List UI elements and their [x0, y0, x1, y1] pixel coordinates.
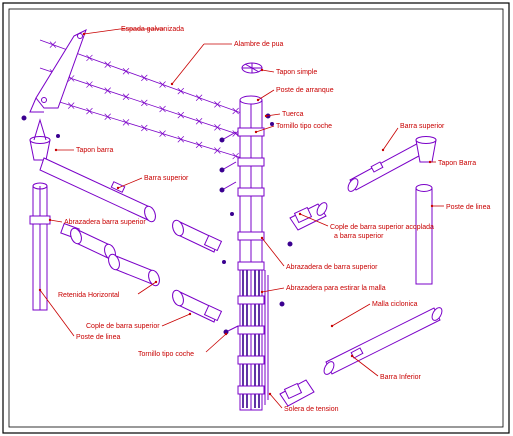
labels: Espada galvanizada Alambre de pua Tapon …	[58, 26, 490, 413]
barb-mark	[214, 124, 221, 131]
barb-mark	[141, 74, 148, 82]
label-solera-de-tension: Solera de tension	[284, 406, 339, 413]
barra-superior-left	[39, 157, 156, 223]
barb-mark	[104, 87, 111, 94]
leader-lines	[39, 28, 444, 409]
barb-mark	[122, 93, 130, 101]
label-tornillo-tipo-coche-1: Tornillo tipo coche	[276, 123, 332, 130]
barb-mark	[177, 135, 185, 143]
label-cople-acoplada: Cople de barra superior acoplada a barra…	[330, 224, 436, 240]
mesh-stripes	[242, 265, 269, 408]
label-cople-acoplada-line2: a barra superior	[334, 233, 384, 240]
barb-mark	[232, 107, 239, 115]
barb-mark	[177, 111, 185, 119]
espada-galvanizada-arm	[29, 28, 87, 113]
label-retenida-horizontal: Retenida Horizontal	[58, 292, 120, 299]
label-abrazadera-estirar-malla: Abrazadera para estirar la malla	[286, 285, 386, 292]
barb-mark	[214, 147, 221, 154]
barb-mark	[86, 54, 93, 62]
barb-mark	[104, 61, 111, 68]
barb-mark	[67, 75, 75, 82]
barb-mark	[195, 141, 203, 149]
barb-mark	[49, 41, 57, 48]
barb-mark	[232, 152, 239, 160]
label-espada-galvanizada: Espada galvanizada	[121, 26, 184, 33]
label-abrazadera-barra-superior: Abrazadera barra superior	[64, 219, 146, 226]
retenida-horizontal	[70, 227, 160, 287]
label-tuerca: Tuerca	[282, 111, 304, 118]
poste-de-arranque	[219, 95, 293, 411]
barb-mark	[159, 130, 166, 137]
barb-mark	[86, 81, 93, 88]
barb-mark	[141, 99, 148, 107]
poste-de-linea-left	[29, 182, 51, 311]
inner-frame	[8, 8, 504, 428]
label-abrazadera-de-barra-superior: Abrazadera de barra superior	[286, 264, 378, 271]
label-cople-de-barra-superior: Cople de barra superior	[86, 323, 160, 330]
tapon-barra-right	[415, 136, 437, 163]
label-malla-ciclonica: Malla ciclonica	[372, 301, 418, 308]
label-tapon-barra-right: Tapon Barra	[438, 160, 476, 167]
label-barra-inferior: Barra Inferior	[380, 374, 422, 381]
cople-pieces-center	[172, 219, 226, 323]
barb-mark	[195, 94, 203, 101]
malla-ciclonica-bar	[323, 307, 443, 375]
label-tapon-simple: Tapon simple	[276, 69, 317, 76]
post-clamps	[237, 127, 265, 395]
barb-mark	[159, 105, 166, 113]
barb-mark	[214, 101, 221, 108]
label-barra-superior-right: Barra superior	[400, 123, 445, 130]
carriage-bolts	[219, 113, 293, 335]
label-tapon-barra-left: Tapon barra	[76, 147, 113, 154]
label-poste-de-arranque: Poste de arranque	[276, 87, 334, 94]
solera-de-tension	[279, 379, 315, 407]
barb-mark	[159, 81, 166, 88]
label-poste-de-linea-left: Poste de linea	[76, 334, 120, 341]
label-barra-superior-left: Barra superior	[144, 175, 189, 182]
barb-mark	[195, 118, 203, 125]
tapon-simple	[241, 62, 263, 74]
barb-mark	[177, 87, 185, 95]
barb-mark	[86, 107, 93, 115]
label-tornillo-tipo-coche-2: Tornillo tipo coche	[138, 351, 194, 358]
barb-mark	[122, 119, 130, 126]
poste-de-linea-right	[415, 184, 433, 285]
barb-mark	[67, 102, 75, 109]
leader-arrowheads	[38, 32, 434, 396]
barbed-wires	[39, 39, 256, 163]
barb-mark	[122, 67, 130, 75]
cople-acoplada-right	[289, 202, 328, 231]
label-cople-acoplada-line1: Cople de barra superior acoplada	[330, 224, 434, 231]
barb-mark	[104, 113, 111, 121]
tapon-barra-left	[21, 115, 60, 161]
label-poste-de-linea-right: Poste de linea	[446, 204, 490, 211]
barb-mark	[141, 124, 148, 132]
label-alambre-de-pua: Alambre de pua	[234, 41, 284, 48]
